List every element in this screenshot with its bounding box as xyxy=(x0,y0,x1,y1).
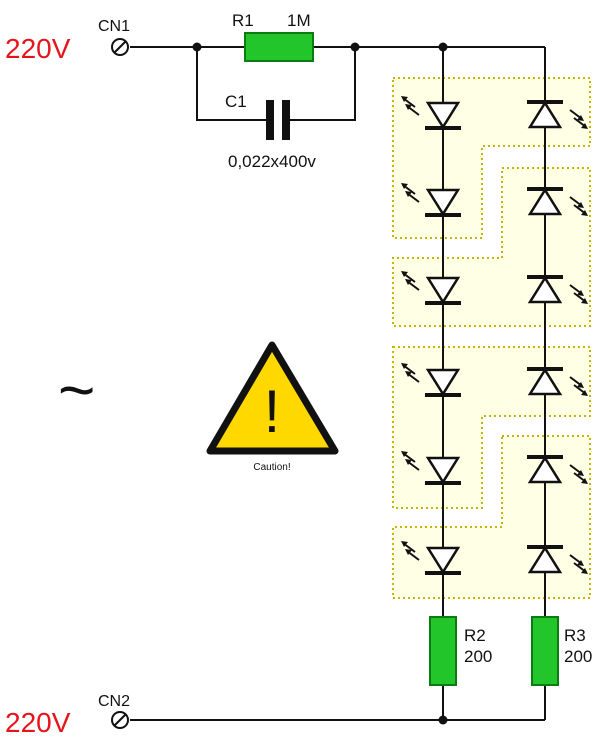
junction-dot xyxy=(192,42,202,52)
junction-dot xyxy=(350,42,360,52)
capacitor-c1 xyxy=(266,100,290,140)
terminal-cn2-icon xyxy=(111,711,129,729)
warning-sign: ! xyxy=(206,341,339,455)
connector-cn2-label: CN2 xyxy=(98,693,130,710)
resistor-r2 xyxy=(429,616,457,686)
input-voltage-top: 220V xyxy=(5,33,71,64)
r2-ref-label: R2 xyxy=(464,626,486,645)
junction-dot xyxy=(438,42,448,52)
r2-value-label: 200 xyxy=(464,647,492,666)
c1-value-label: 0,022x400v xyxy=(228,152,316,171)
c1-ref-label: C1 xyxy=(225,92,247,111)
ac-symbol: ~ xyxy=(58,354,95,426)
resistor-r3 xyxy=(531,616,559,686)
warning-triangle-icon xyxy=(206,341,339,455)
resistor-r1 xyxy=(244,32,314,62)
r1-ref-label: R1 xyxy=(232,11,254,30)
r3-value-label: 200 xyxy=(564,647,592,666)
warning-exclamation: ! xyxy=(264,378,281,445)
connector-cn1-label: CN1 xyxy=(98,18,130,35)
r3-ref-label: R3 xyxy=(564,626,586,645)
terminal-cn1-icon xyxy=(111,38,129,56)
r1-value-label: 1M xyxy=(287,11,311,30)
input-voltage-bottom: 220V xyxy=(5,707,71,738)
warning-caption: Caution! xyxy=(253,462,290,473)
junction-dot xyxy=(438,715,448,725)
